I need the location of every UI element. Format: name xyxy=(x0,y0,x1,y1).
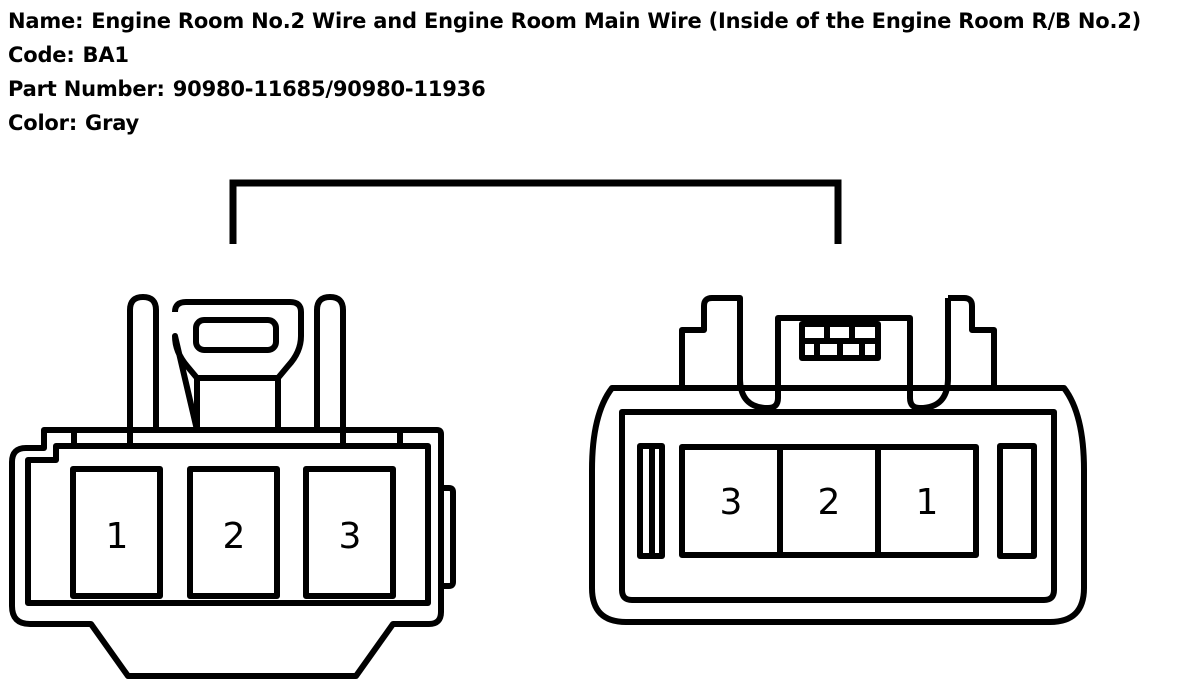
left-ledge-right xyxy=(340,430,403,446)
right-connector xyxy=(589,295,1087,625)
left-pin-label: 2 xyxy=(223,516,246,557)
right-pin-label: 2 xyxy=(818,482,841,523)
left-connector-inner xyxy=(25,443,431,606)
left-pin-label: 3 xyxy=(339,516,362,557)
part-number-value: 90980-11685/90980-11936 xyxy=(172,77,486,101)
name-label: Name: xyxy=(8,9,84,33)
color-value: Gray xyxy=(85,111,140,135)
left-pin-cavity xyxy=(303,466,396,599)
name-line: Name: Engine Room No.2 Wire and Engine Ro… xyxy=(8,4,1141,38)
right-connector-inner xyxy=(619,409,1057,603)
left-pin-label: 1 xyxy=(106,516,129,557)
right-latch-tabs xyxy=(799,321,881,361)
left-lock-post-right xyxy=(314,294,346,430)
right-top-left-post xyxy=(679,295,743,388)
left-pin-cavity xyxy=(187,466,280,599)
left-side-tab xyxy=(441,485,456,589)
left-connector xyxy=(9,294,456,679)
right-top-left-groove xyxy=(737,298,951,411)
part-number-label: Part Number: xyxy=(8,77,165,101)
color-line: Color: Gray xyxy=(8,106,1141,140)
code-label: Code: xyxy=(8,43,75,67)
connector-info: Name: Engine Room No.2 Wire and Engine Ro… xyxy=(8,4,1141,140)
left-latch-slot xyxy=(193,317,279,353)
code-line: Code: BA1 xyxy=(8,38,1141,72)
left-pin-labels: 1 2 3 xyxy=(106,516,362,557)
right-connector-body xyxy=(589,385,1087,625)
connection-bracket xyxy=(229,179,842,244)
part-number-line: Part Number: 90980-11685/90980-11936 xyxy=(8,72,1141,106)
left-latch-outer xyxy=(172,299,304,433)
code-value: BA1 xyxy=(82,43,129,67)
left-connector-body xyxy=(9,427,444,679)
left-pin-cavity xyxy=(70,466,163,599)
right-pin-cavity xyxy=(875,444,979,558)
left-lock-post-left xyxy=(127,294,159,430)
right-pin-label: 1 xyxy=(916,482,939,523)
right-pin-labels: 3 2 1 xyxy=(720,482,939,523)
right-pin-label: 3 xyxy=(720,482,743,523)
right-top-right-post xyxy=(948,295,997,388)
color-label: Color: xyxy=(8,111,78,135)
name-value: Engine Room No.2 Wire and Engine Room Ma… xyxy=(91,9,1142,33)
left-ledge-left xyxy=(71,430,133,446)
right-side-window-right xyxy=(997,443,1037,559)
